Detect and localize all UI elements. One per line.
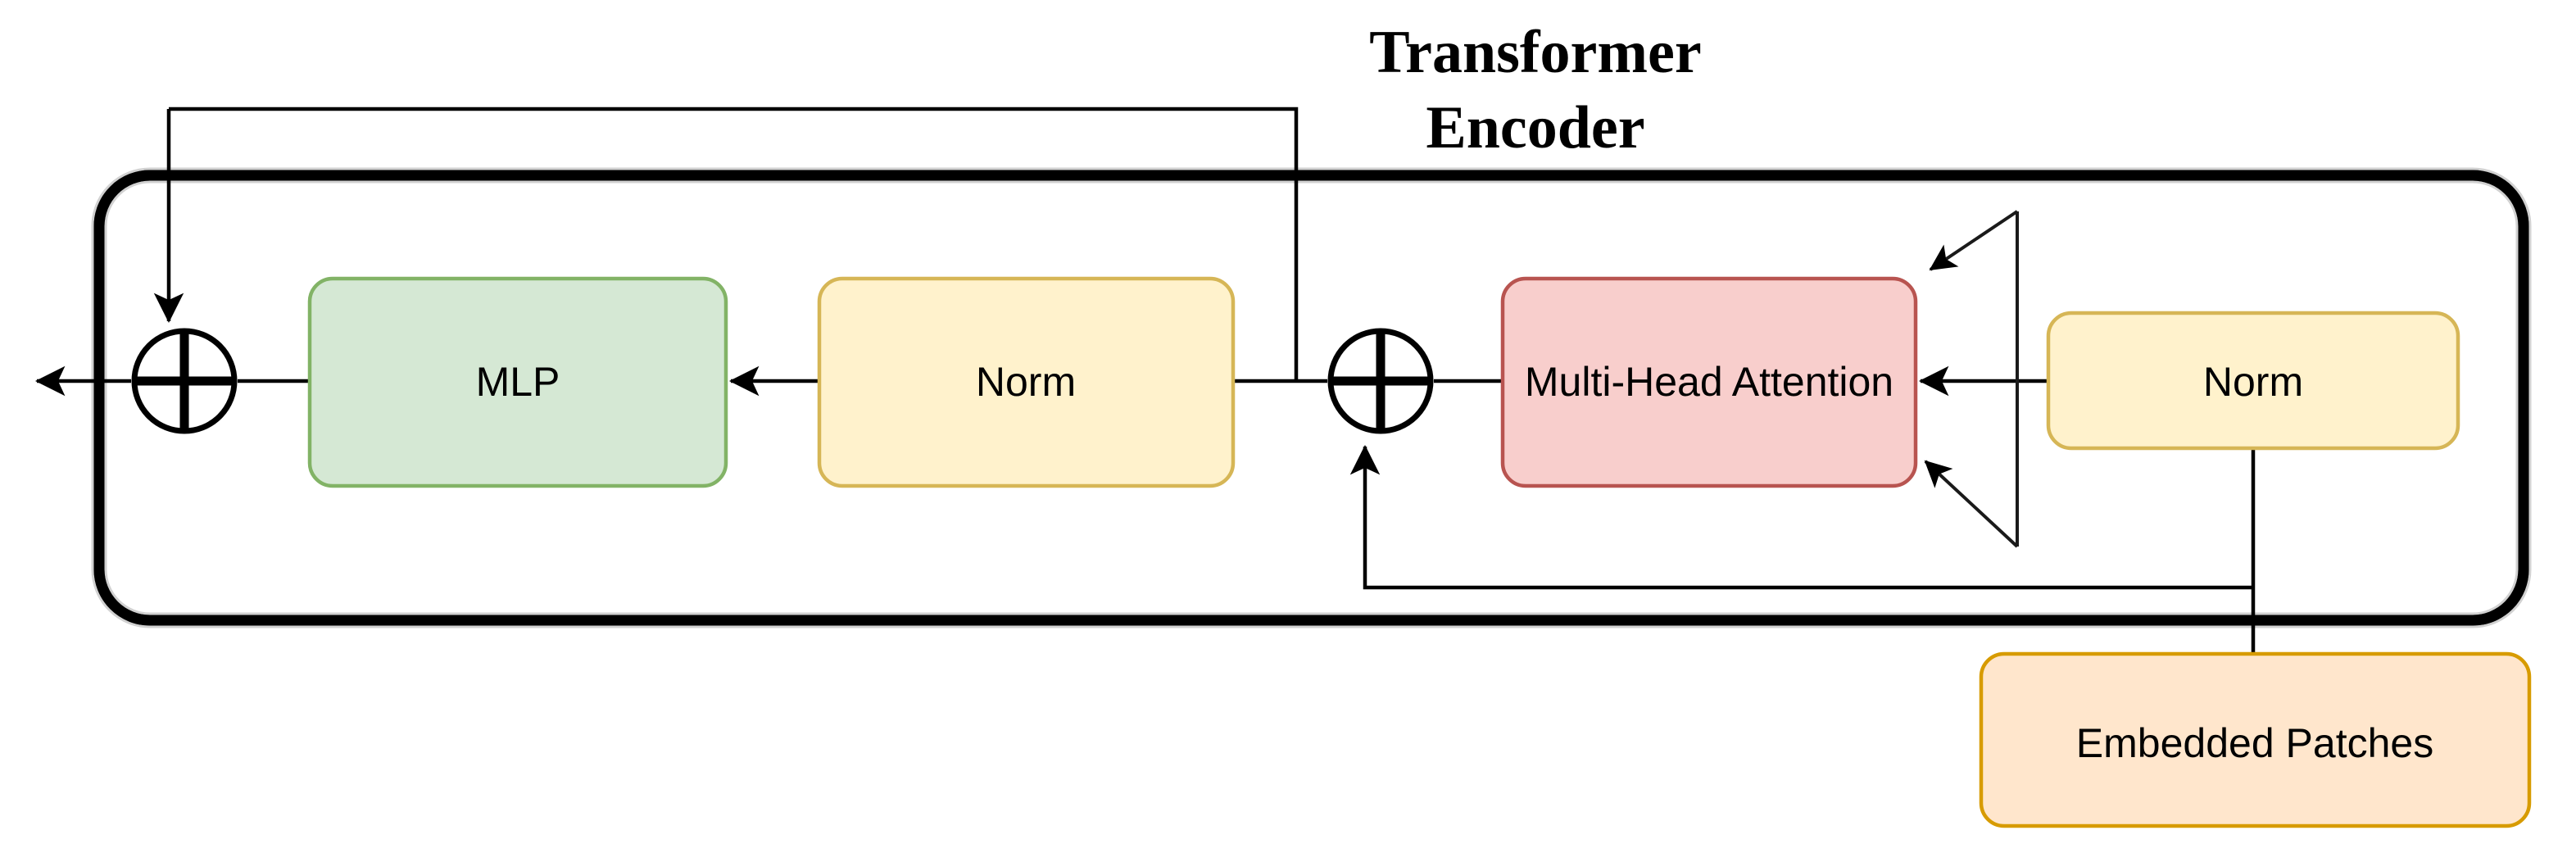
multi-head-attention-node: Multi-Head Attention [1500,276,1918,488]
embedded-patches-node: Embedded Patches [1979,651,2532,828]
embedded-patches-box [1979,651,2532,828]
mlp-node: MLP [307,276,728,488]
diagram-title-line2: Encoder [1426,94,1644,161]
embedded-patches-label: Embedded Patches [2076,720,2433,766]
norm-pre-mlp-label: Norm [976,359,1076,405]
attention-fan-bottom-arrow [1924,460,2019,548]
attention-fan-top-arrow [1929,210,2019,271]
norm-pre-attention-label: Norm [2203,359,2303,405]
multi-head-attention-box [1500,276,1918,488]
add-circle-right-icon [1327,328,1434,434]
mlp-box [307,276,728,488]
residual-bottom-line [1363,492,2253,590]
add-circle-left-icon [131,328,238,434]
encoder-frame-core [93,170,2529,626]
norm-pre-attention-node: Norm [2046,311,2460,451]
norm-pre-attention-box [2046,311,2460,451]
diagram-title-line1: Transformer [1369,19,1701,86]
multi-head-attention-label: Multi-Head Attention [1525,359,1893,405]
norm-pre-mlp-box [817,276,1236,488]
norm-pre-mlp-node: Norm [817,276,1236,488]
mlp-label: MLP [476,359,560,405]
residual-top-line [169,107,1299,381]
